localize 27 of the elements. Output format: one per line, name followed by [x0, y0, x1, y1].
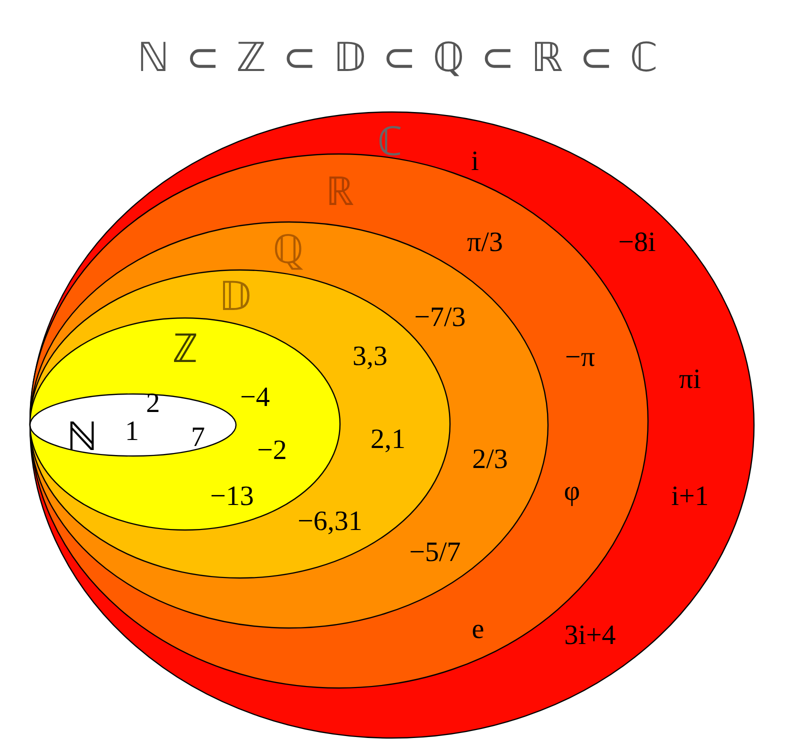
- number-label: −6,31: [298, 508, 362, 536]
- set-symbol: ℤ: [172, 329, 198, 369]
- number-label: i: [471, 148, 479, 176]
- number-label: −7/3: [414, 304, 466, 332]
- number-label: 1: [125, 418, 139, 446]
- set-symbol: ℚ: [272, 230, 304, 270]
- number-label: −8i: [618, 229, 656, 257]
- number-label: i+1: [671, 483, 709, 511]
- number-label: π/3: [467, 229, 503, 257]
- number-label: 2/3: [472, 446, 508, 474]
- number-label: −2: [257, 437, 287, 465]
- number-label: 7: [191, 424, 205, 452]
- set-symbol: ℝ: [326, 172, 354, 212]
- number-label: 2,1: [370, 426, 406, 454]
- number-label: −4: [240, 384, 270, 412]
- number-label: 3i+4: [564, 622, 616, 650]
- number-label: πi: [679, 366, 701, 394]
- set-symbol: ℕ: [66, 417, 98, 457]
- number-label: φ: [564, 478, 580, 506]
- number-label: −5/7: [409, 539, 461, 567]
- number-label: −13: [210, 483, 254, 511]
- set-symbol: ℂ: [378, 122, 402, 162]
- title: ℕ ⊂ ℤ ⊂ 𝔻 ⊂ ℚ ⊂ ℝ ⊂ ℂ: [136, 38, 661, 78]
- set-symbol: 𝔻: [218, 277, 252, 317]
- number-label: e: [472, 616, 484, 644]
- number-label: 3,3: [352, 343, 388, 371]
- number-label: −π: [565, 344, 595, 372]
